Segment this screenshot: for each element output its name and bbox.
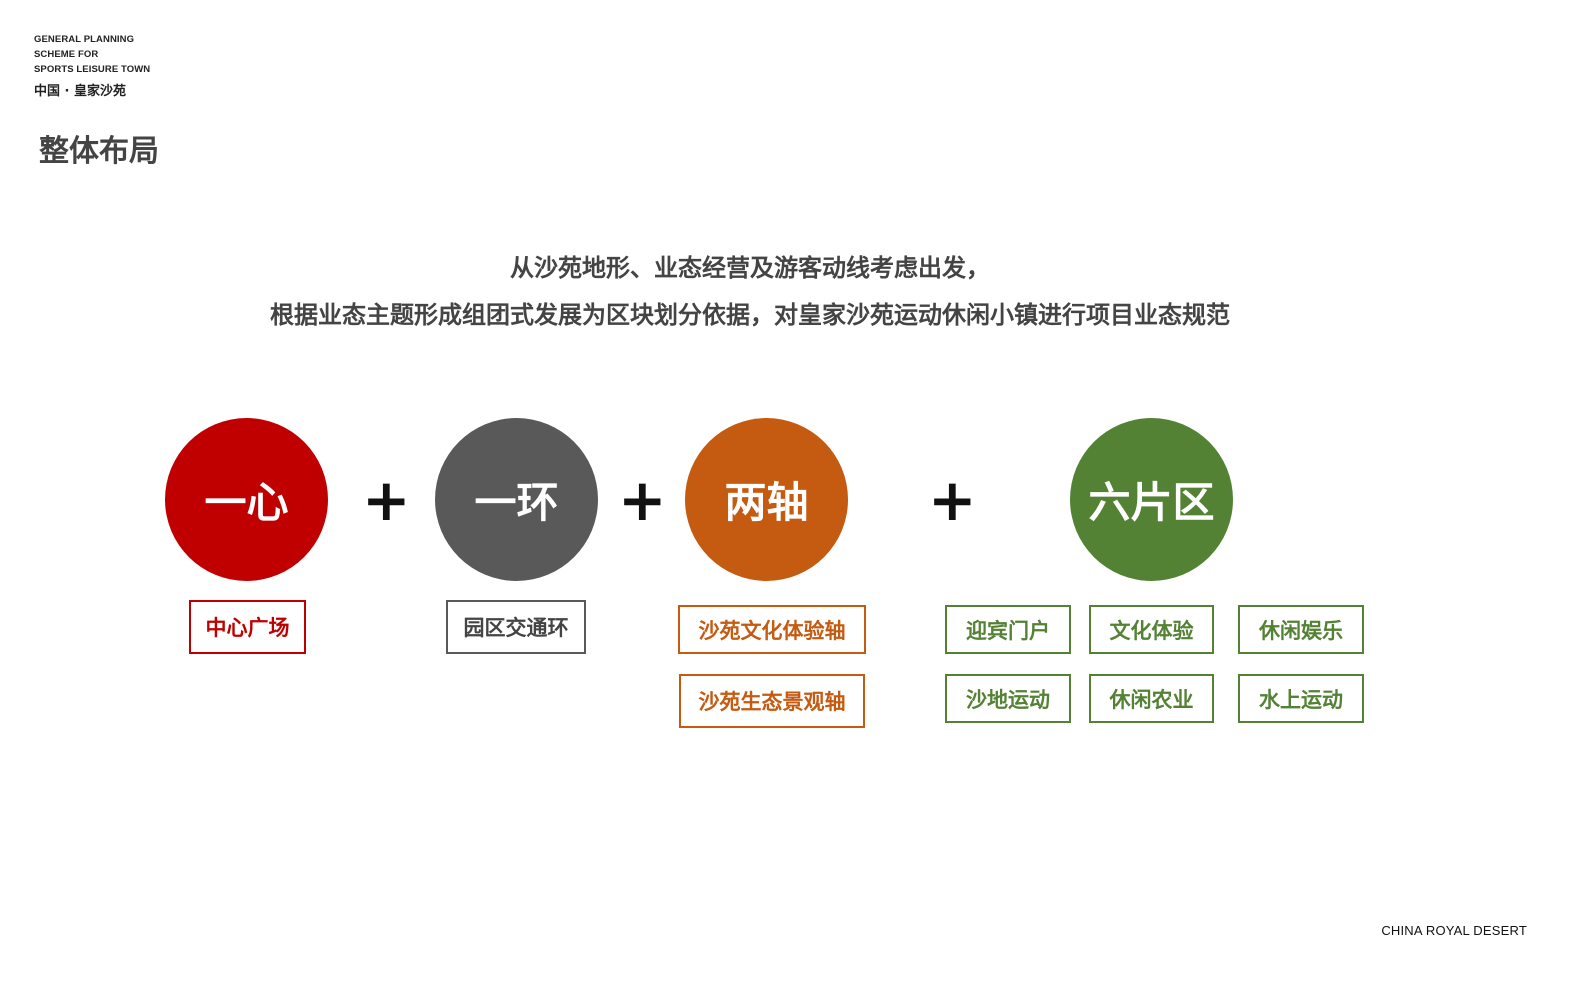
plus-sign-1: + [362, 466, 411, 534]
tag-sand-sports: 沙地运动 [945, 674, 1071, 723]
plus-sign-3: + [928, 466, 977, 534]
intro-line-2: 根据业态主题形成组团式发展为区块划分依据，对皇家沙苑运动休闲小镇进行项目业态规范 [270, 301, 1230, 329]
brand-cn: 中国 · 皇家沙苑 [34, 84, 126, 99]
footer-brand: CHINA ROYAL DESERT [1381, 923, 1527, 938]
plus-sign-2: + [618, 466, 667, 534]
tag-water-sports: 水上运动 [1238, 674, 1364, 723]
tag-ecology-axis: 沙苑生态景观轴 [679, 674, 865, 728]
brand-en-line-1: GENERAL PLANNING [34, 34, 135, 45]
intro-line-1: 从沙苑地形、业态经营及游客动线考虑出发， [510, 254, 990, 282]
tag-culture-axis: 沙苑文化体验轴 [678, 605, 866, 654]
tag-welcome-gateway: 迎宾门户 [945, 605, 1071, 654]
tag-culture-experience: 文化体验 [1089, 605, 1214, 654]
circle-yixin: 一心 [165, 418, 328, 581]
tag-center-plaza: 中心广场 [189, 600, 306, 654]
brand-en-line-3: SPORTS LEISURE TOWN [34, 64, 151, 75]
page-title: 整体布局 [39, 134, 159, 169]
tag-leisure-agriculture: 休闲农业 [1089, 674, 1214, 723]
circle-yihuan: 一环 [435, 418, 598, 581]
brand-en-line-2: SCHEME FOR [34, 49, 99, 60]
tag-leisure-entertainment: 休闲娱乐 [1238, 605, 1364, 654]
tag-park-traffic-ring: 园区交通环 [446, 600, 586, 654]
circle-liupianqu: 六片区 [1070, 418, 1233, 581]
circle-liangzhou: 两轴 [685, 418, 848, 581]
brand-block: GENERAL PLANNING SCHEME FOR SPORTS LEISU… [34, 32, 150, 99]
